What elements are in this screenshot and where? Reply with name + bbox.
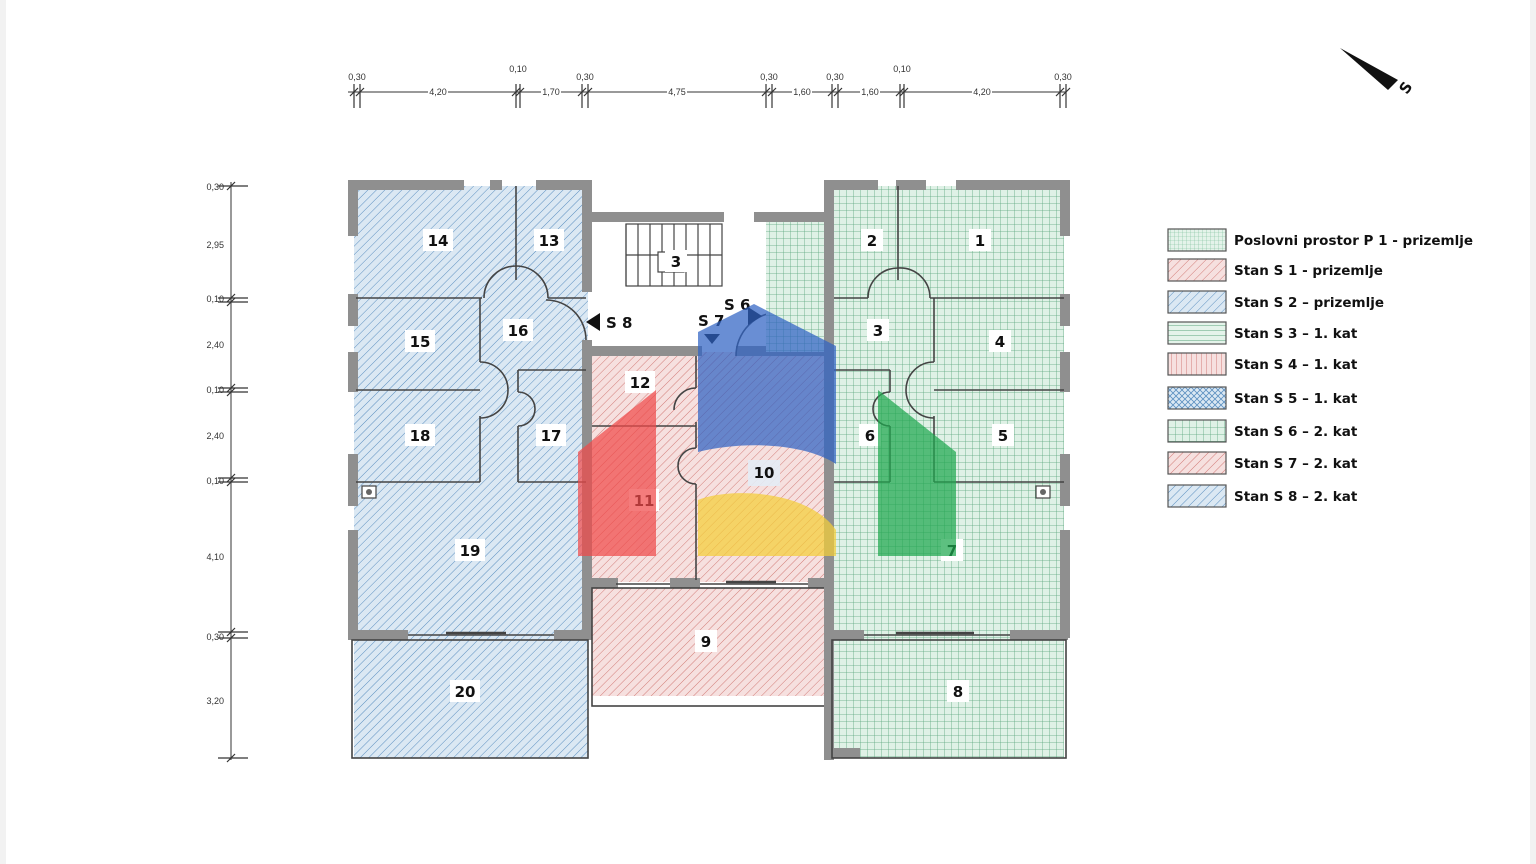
- top-dimension-label: 0,10: [509, 64, 527, 74]
- left-dimension-label: 0,10: [206, 476, 224, 486]
- legend-swatch: [1167, 290, 1227, 314]
- room-number: 2: [867, 232, 877, 250]
- legend-label: Stan S 1 - prizemlje: [1234, 263, 1383, 279]
- room-number: 20: [455, 683, 476, 701]
- left-dimension-chain: 0,30 2,95 0,10 2,40 0,10 2,40 0,10 4,10 0,30 3,20: [206, 181, 248, 763]
- marker-s8: S 8: [606, 314, 632, 332]
- room-number: 5: [998, 427, 1008, 445]
- legend-swatch: [1167, 419, 1227, 443]
- top-dimension-label: 0,30: [576, 72, 594, 82]
- legend-label: Stan S 3 – 1. kat: [1234, 326, 1358, 342]
- room-number: 13: [539, 232, 560, 250]
- top-dimension-label: 1,60: [861, 87, 879, 97]
- legend-swatch: [1167, 451, 1227, 475]
- logo-green-shape-icon: [878, 390, 956, 556]
- top-dimension-label: 0,30: [348, 72, 366, 82]
- top-dimension-label: 1,60: [793, 87, 811, 97]
- room-number: 9: [701, 633, 711, 651]
- left-dimension-label: 0,10: [206, 294, 224, 304]
- legend-swatch: [1167, 258, 1227, 282]
- left-dimension-label: 2,40: [206, 431, 224, 441]
- room-number: 15: [410, 333, 431, 351]
- legend-swatch: [1167, 321, 1227, 345]
- top-dimension-label: 4,20: [429, 87, 447, 97]
- legend-label: Stan S 6 – 2. kat: [1234, 424, 1358, 440]
- room-number: 19: [460, 542, 481, 560]
- agency-logo-watermark: [578, 304, 956, 556]
- stair-core: [592, 212, 828, 287]
- room-number: 4: [995, 333, 1005, 351]
- room-number: 17: [541, 427, 562, 445]
- legend-label: Stan S 7 – 2. kat: [1234, 456, 1358, 472]
- top-dimension-label: 0,30: [1054, 72, 1072, 82]
- left-dimension-label: 3,20: [206, 696, 224, 706]
- room-number: 10: [754, 464, 775, 482]
- left-dimension-label: 2,40: [206, 340, 224, 350]
- room-number: 6: [865, 427, 875, 445]
- logo-blue-shape-icon: [698, 304, 836, 464]
- legend-label: Stan S 4 – 1. kat: [1234, 357, 1358, 373]
- floor-plan-drawing: 0,30 4,20 0,10 1,70 0,30 4,75 0,30 1,60 0,30 1,60…: [206, 48, 1473, 763]
- room-number: 8: [953, 683, 963, 701]
- top-dimension-label: 4,20: [973, 87, 991, 97]
- room-number: 16: [508, 322, 529, 340]
- logo-yellow-shape-icon: [698, 493, 836, 556]
- logo-red-shape-icon: [578, 390, 656, 556]
- room-number: 3: [671, 253, 681, 271]
- arrow-left-icon: [586, 313, 600, 331]
- left-dimension-label: 0,30: [206, 182, 224, 192]
- top-dimension-label: 0,10: [893, 64, 911, 74]
- legend-swatch: [1167, 386, 1227, 410]
- left-dimension-label: 2,95: [206, 240, 224, 250]
- room-number: 12: [630, 374, 651, 392]
- room-number: 14: [428, 232, 449, 250]
- legend-label: Stan S 8 – 2. kat: [1234, 489, 1358, 505]
- top-dimension-label: 0,30: [826, 72, 844, 82]
- room-number: 18: [410, 427, 431, 445]
- left-dimension-label: 0,30: [206, 632, 224, 642]
- legend-swatch: [1167, 352, 1227, 376]
- north-arrow-icon: [1340, 48, 1398, 90]
- legend-label: Poslovni prostor P 1 - prizemlje: [1234, 233, 1473, 249]
- north-arrow-label: S: [1395, 78, 1416, 97]
- top-dimension-label: 4,75: [668, 87, 686, 97]
- legend-label: Stan S 5 – 1. kat: [1234, 391, 1358, 407]
- legend-label: Stan S 2 – prizemlje: [1234, 295, 1384, 311]
- top-dimension-chain: 0,30 4,20 0,10 1,70 0,30 4,75 0,30 1,60 0,30 1,60…: [348, 64, 1072, 108]
- floor-plan-sheet: 0,30 4,20 0,10 1,70 0,30 4,75 0,30 1,60 0,30 1,60…: [6, 0, 1530, 864]
- left-apartment-block: [348, 180, 592, 759]
- top-dimension-label: 0,30: [760, 72, 778, 82]
- room-number: 3: [873, 322, 883, 340]
- north-arrow: S: [1340, 48, 1416, 97]
- left-dimension-label: 4,10: [206, 552, 224, 562]
- legend-swatch: [1167, 228, 1227, 252]
- legend-swatch: [1167, 484, 1227, 508]
- left-dimension-label: 0,10: [206, 385, 224, 395]
- top-dimension-label: 1,70: [542, 87, 560, 97]
- right-apartment-block: [766, 180, 1070, 760]
- room-number: 1: [975, 232, 985, 250]
